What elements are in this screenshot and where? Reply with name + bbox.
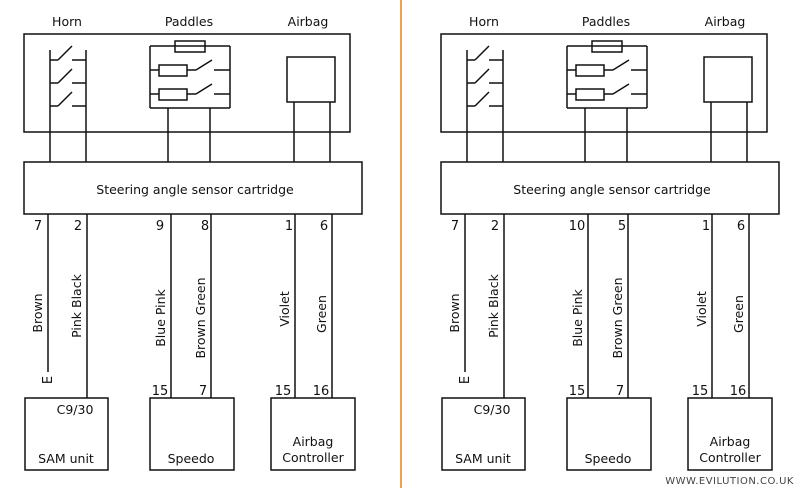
pin-green: 6	[737, 219, 745, 234]
steering-wheel-box	[23, 33, 351, 133]
airbag-controller-box	[687, 397, 773, 471]
speedo-box	[566, 397, 652, 471]
paddle-resistor-1	[591, 40, 623, 53]
sam-unit-label: SAM unit	[455, 451, 511, 466]
speedo-pin-b: 7	[199, 384, 207, 399]
paddle-switch-1	[195, 59, 213, 71]
paddle-resistor-2	[158, 64, 188, 77]
airbag-module	[286, 56, 336, 103]
pin-brown: 7	[34, 219, 42, 234]
airbag-controller-label-2: Controller	[699, 450, 761, 465]
airbag-controller-label-1: Airbag	[293, 434, 334, 449]
airbag-controller-pin-b: 16	[313, 384, 330, 399]
sensor-cartridge-label: Steering angle sensor cartridge	[96, 182, 294, 197]
steering-wheel-box	[440, 33, 768, 133]
airbag-controller-box	[270, 397, 356, 471]
speedo-label: Speedo	[168, 451, 215, 466]
paddle-resistor-3	[575, 88, 605, 101]
paddle-resistor-1	[174, 40, 206, 53]
horn-switch-1	[474, 45, 490, 61]
wire-label-brown-green: Brown Green	[193, 277, 208, 358]
pin-brown-green: 5	[618, 219, 626, 234]
horn-switch-1	[57, 45, 73, 61]
sensor-cartridge-label: Steering angle sensor cartridge	[513, 182, 711, 197]
wire-label-brown: Brown	[30, 293, 45, 332]
wire-label-green: Green	[731, 295, 746, 333]
airbag-controller-label-1: Airbag	[710, 434, 751, 449]
pin-blue-pink: 10	[569, 219, 586, 234]
airbag-controller-pin-b: 16	[730, 384, 747, 399]
paddles-label: Paddles	[582, 14, 630, 29]
paddle-switch-2	[195, 83, 213, 95]
speedo-pin-a: 15	[569, 384, 586, 399]
watermark-text: WWW.EVILUTION.CO.UK	[665, 476, 794, 487]
airbag-label: Airbag	[288, 14, 329, 29]
wire-label-pink-black: Pink Black	[69, 273, 84, 337]
pin-brown-green: 8	[201, 219, 209, 234]
wire-label-blue-pink: Blue Pink	[153, 288, 168, 346]
ground-symbol: E	[458, 376, 473, 384]
horn-label: Horn	[469, 14, 499, 29]
horn-switch-3	[474, 91, 490, 107]
paddles-label: Paddles	[165, 14, 213, 29]
pin-brown: 7	[451, 219, 459, 234]
paddle-switch-2	[612, 83, 630, 95]
airbag-module	[703, 56, 753, 103]
airbag-controller-pin-a: 15	[275, 384, 292, 399]
sensor-cartridge-box	[440, 161, 780, 215]
horn-switch-3	[57, 91, 73, 107]
horn-switch-2	[57, 68, 73, 84]
speedo-pin-b: 7	[616, 384, 624, 399]
airbag-label: Airbag	[705, 14, 746, 29]
wire-label-violet: Violet	[277, 291, 292, 327]
paddle-switch-1	[612, 59, 630, 71]
airbag-controller-label-2: Controller	[282, 450, 344, 465]
wire-label-brown-green: Brown Green	[610, 277, 625, 358]
paddle-resistor-2	[575, 64, 605, 77]
sam-unit-label: SAM unit	[38, 451, 94, 466]
pin-violet: 1	[702, 219, 710, 234]
pin-pink-black: 2	[74, 219, 82, 234]
sam-connector-code: C9/30	[57, 402, 94, 417]
pin-violet: 1	[285, 219, 293, 234]
paddle-resistor-3	[158, 88, 188, 101]
sensor-cartridge-box	[23, 161, 363, 215]
ground-symbol: E	[41, 376, 56, 384]
horn-switch-2	[474, 68, 490, 84]
sam-unit-box	[441, 397, 526, 471]
wire-label-green: Green	[314, 295, 329, 333]
pin-blue-pink: 9	[156, 219, 164, 234]
sam-unit-box	[24, 397, 109, 471]
airbag-controller-pin-a: 15	[692, 384, 709, 399]
horn-label: Horn	[52, 14, 82, 29]
sam-connector-code: C9/30	[474, 402, 511, 417]
speedo-box	[149, 397, 235, 471]
wire-label-blue-pink: Blue Pink	[570, 288, 585, 346]
wire-label-brown: Brown	[447, 293, 462, 332]
wire-label-pink-black: Pink Black	[486, 273, 501, 337]
speedo-label: Speedo	[585, 451, 632, 466]
speedo-pin-a: 15	[152, 384, 169, 399]
pin-pink-black: 2	[491, 219, 499, 234]
wire-label-violet: Violet	[694, 291, 709, 327]
pin-green: 6	[320, 219, 328, 234]
